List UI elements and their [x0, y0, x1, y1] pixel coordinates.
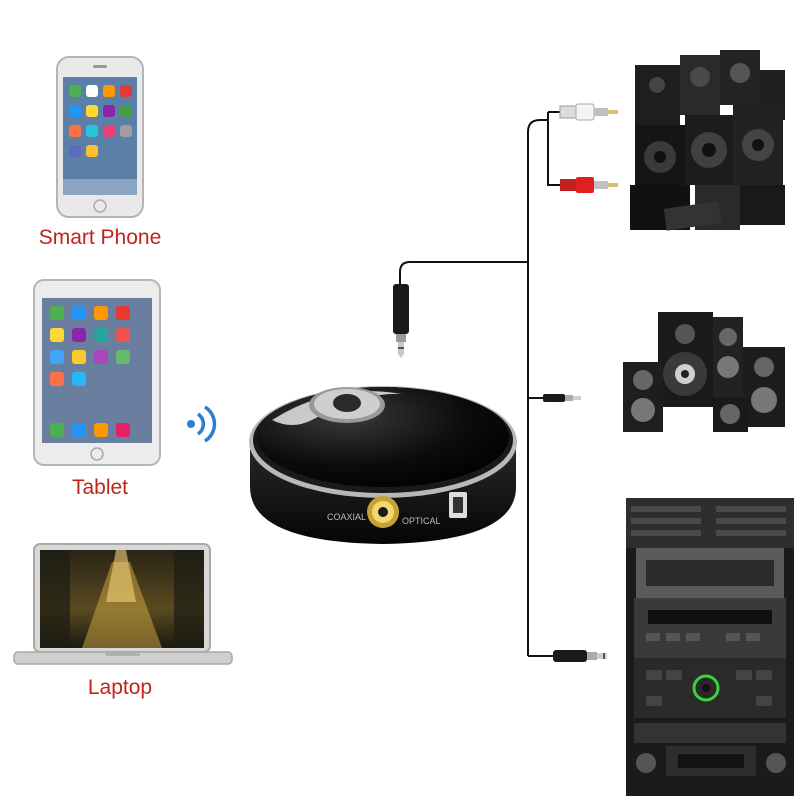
smart-phone-image — [56, 56, 144, 218]
aux-plug-middle — [543, 394, 581, 402]
laptop-label: Laptop — [87, 676, 153, 699]
aux-plug-top — [393, 284, 409, 358]
rca-white-plug — [559, 103, 618, 121]
bluetooth-receiver: COAXIAL OPTICAL — [249, 386, 517, 544]
rca-red-plug — [560, 177, 618, 193]
laptop-image — [13, 543, 233, 665]
optical-label: OPTICAL — [402, 516, 441, 526]
tablet-image — [33, 279, 161, 466]
wireless-signal-icon — [187, 405, 217, 443]
smart-phone-label: Smart Phone — [38, 226, 162, 249]
car-stereo-image — [626, 498, 794, 796]
speaker-stack-image — [630, 50, 785, 231]
aux-plug-bottom — [553, 650, 607, 662]
tablet-label: Tablet — [71, 476, 129, 499]
home-theater-speakers-image — [623, 312, 785, 432]
coaxial-label: COAXIAL — [327, 512, 366, 522]
